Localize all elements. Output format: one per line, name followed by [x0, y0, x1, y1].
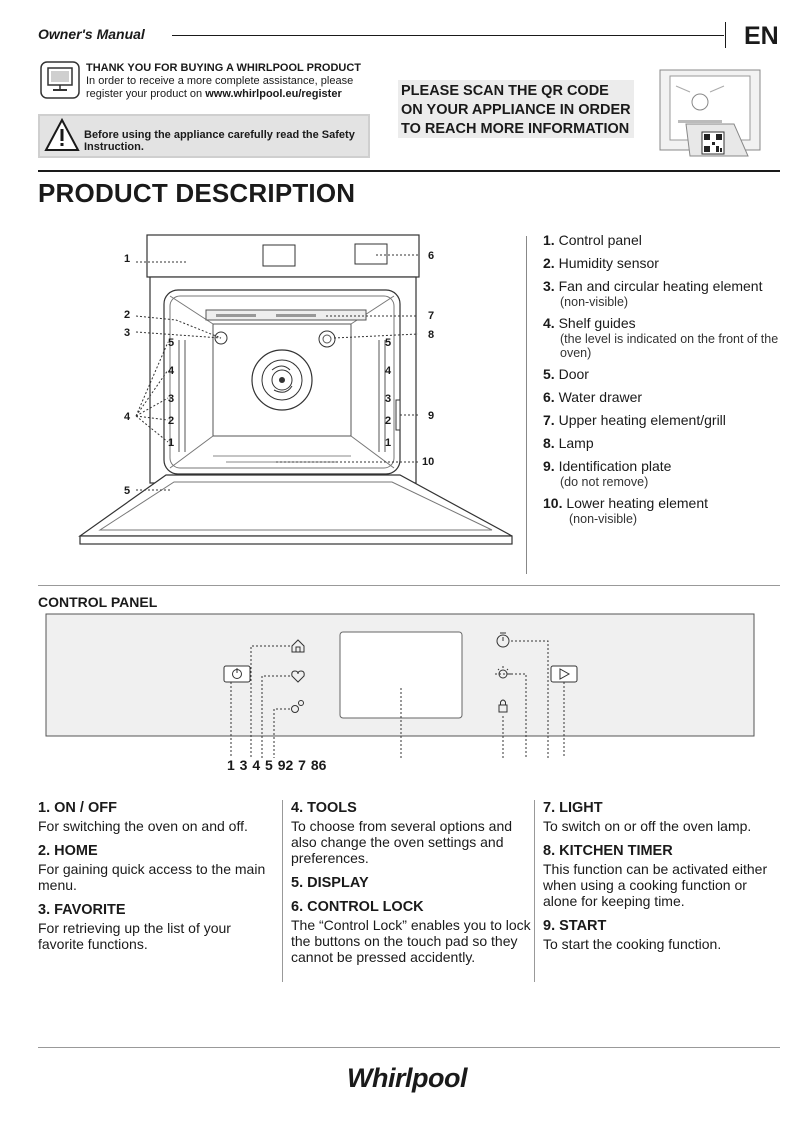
legend-item-7: 7. Upper heating element/grill — [543, 412, 726, 428]
control-panel-diagram — [45, 613, 755, 758]
shelf-level-right-2: 2 — [385, 415, 391, 427]
oven-diagram: 5 4 3 2 1 5 4 3 2 1 1 2 3 4 5 6 7 8 9 10 — [78, 234, 513, 545]
registration-notice: THANK YOU FOR BUYING A WHIRLPOOL PRODUCT… — [86, 62, 376, 101]
column-divider-1 — [282, 800, 283, 982]
legend-item-9: 9. Identification plate(do not remove) — [543, 458, 672, 489]
header-rule — [172, 35, 724, 36]
monitor-icon — [40, 61, 80, 99]
shelf-level-left-1: 1 — [168, 437, 174, 449]
fn-title-favorite: 3. FAVORITE — [38, 902, 126, 918]
functions-column-2: 4. TOOLS To choose from several options … — [291, 800, 531, 974]
document-title: Owner's Manual — [38, 26, 145, 42]
callout-9: 9 — [428, 410, 434, 422]
timer-icon — [496, 632, 510, 648]
callout-6: 6 — [428, 250, 434, 262]
fn-title-display: 5. DISPLAY — [291, 875, 369, 891]
control-panel-title: CONTROL PANEL — [38, 594, 158, 610]
shelf-level-left-4: 4 — [168, 365, 175, 377]
part-legend: 1. Control panel 2. Humidity sensor 3. F… — [543, 232, 793, 532]
heart-icon — [291, 670, 305, 683]
shelf-level-right-1: 1 — [385, 437, 391, 449]
safety-text: Before using the appliance carefully rea… — [84, 129, 355, 153]
registration-url[interactable]: www.whirlpool.eu/register — [205, 88, 342, 100]
fn-desc-light: To switch on or off the oven lamp. — [543, 818, 752, 834]
legend-item-6: 6. Water drawer — [543, 389, 643, 405]
registration-line1: In order to receive a more complete assi… — [86, 75, 354, 87]
fn-title-control-lock: 6. CONTROL LOCK — [291, 899, 424, 915]
tools-icon — [291, 700, 304, 713]
functions-column-3: 7. LIGHT To switch on or off the oven la… — [543, 800, 783, 961]
brand-logo: Whirlpool — [347, 1063, 467, 1093]
callout-1: 1 — [124, 253, 130, 265]
play-icon — [550, 665, 578, 683]
home-icon — [291, 639, 305, 653]
page-title: PRODUCT DESCRIPTION — [38, 178, 356, 208]
fn-desc-control-lock: The “Control Lock” enables you to lock t… — [291, 917, 531, 965]
callout-2: 2 — [124, 309, 130, 321]
shelf-level-right-5: 5 — [385, 337, 391, 349]
power-icon — [223, 665, 251, 683]
column-divider-2 — [534, 800, 535, 982]
diagram-divider — [526, 236, 527, 574]
fn-title-start: 9. START — [543, 918, 607, 934]
shelf-level-left-3: 3 — [168, 393, 174, 405]
legend-item-10: 10. Lower heating element(non-visible) — [543, 495, 709, 526]
shelf-level-right-4: 4 — [385, 365, 392, 377]
fn-title-kitchen-timer: 8. KITCHEN TIMER — [543, 843, 673, 859]
footer-rule — [38, 1047, 780, 1048]
fn-desc-tools: To choose from several options and also … — [291, 818, 513, 866]
legend-item-2: 2. Humidity sensor — [543, 255, 659, 271]
language-code: EN — [744, 22, 779, 50]
registration-line2: register your product on — [86, 88, 206, 100]
legend-item-3: 3. Fan and circular heating element(non-… — [543, 278, 763, 309]
fn-desc-on-off: For switching the oven on and off. — [38, 818, 248, 834]
fn-title-light: 7. LIGHT — [543, 800, 603, 816]
shelf-level-right-3: 3 — [385, 393, 391, 405]
section-rule-2 — [38, 585, 780, 586]
callout-8: 8 — [428, 329, 434, 341]
control-panel-callouts: 1 3 4 5 92 7 86 — [227, 757, 327, 773]
callout-7: 7 — [428, 310, 434, 322]
shelf-level-left-2: 2 — [168, 415, 174, 427]
fn-title-home: 2. HOME — [38, 843, 98, 859]
shelf-level-left-5: 5 — [168, 337, 174, 349]
lock-icon — [498, 699, 508, 713]
qr-instruction: PLEASE SCAN THE QR CODE ON YOUR APPLIANC… — [398, 80, 634, 138]
callout-3: 3 — [124, 327, 130, 339]
callout-10: 10 — [422, 456, 434, 468]
legend-item-4: 4. Shelf guides(the level is indicated o… — [543, 315, 779, 360]
legend-item-8: 8. Lamp — [543, 435, 594, 451]
safety-box — [38, 114, 370, 158]
legend-item-1: 1. Control panel — [543, 232, 642, 248]
header-tick — [725, 22, 726, 48]
fn-desc-home: For gaining quick access to the main men… — [38, 861, 266, 893]
callout-4: 4 — [124, 411, 131, 423]
fn-title-on-off: 1. ON / OFF — [38, 800, 117, 816]
registration-heading: THANK YOU FOR BUYING A WHIRLPOOL PRODUCT — [86, 62, 361, 74]
functions-column-1: 1. ON / OFF For switching the oven on an… — [38, 800, 278, 961]
fn-desc-kitchen-timer: This function can be activated either wh… — [543, 861, 768, 909]
fn-desc-start: To start the cooking function. — [543, 936, 722, 952]
warning-icon — [44, 118, 80, 151]
appliance-qr-illustration — [659, 69, 761, 157]
section-rule — [38, 170, 780, 172]
legend-item-5: 5. Door — [543, 366, 589, 382]
callout-5: 5 — [124, 485, 130, 497]
fn-title-tools: 4. TOOLS — [291, 800, 357, 816]
fn-desc-favorite: For retrieving up the list of your favor… — [38, 920, 231, 952]
